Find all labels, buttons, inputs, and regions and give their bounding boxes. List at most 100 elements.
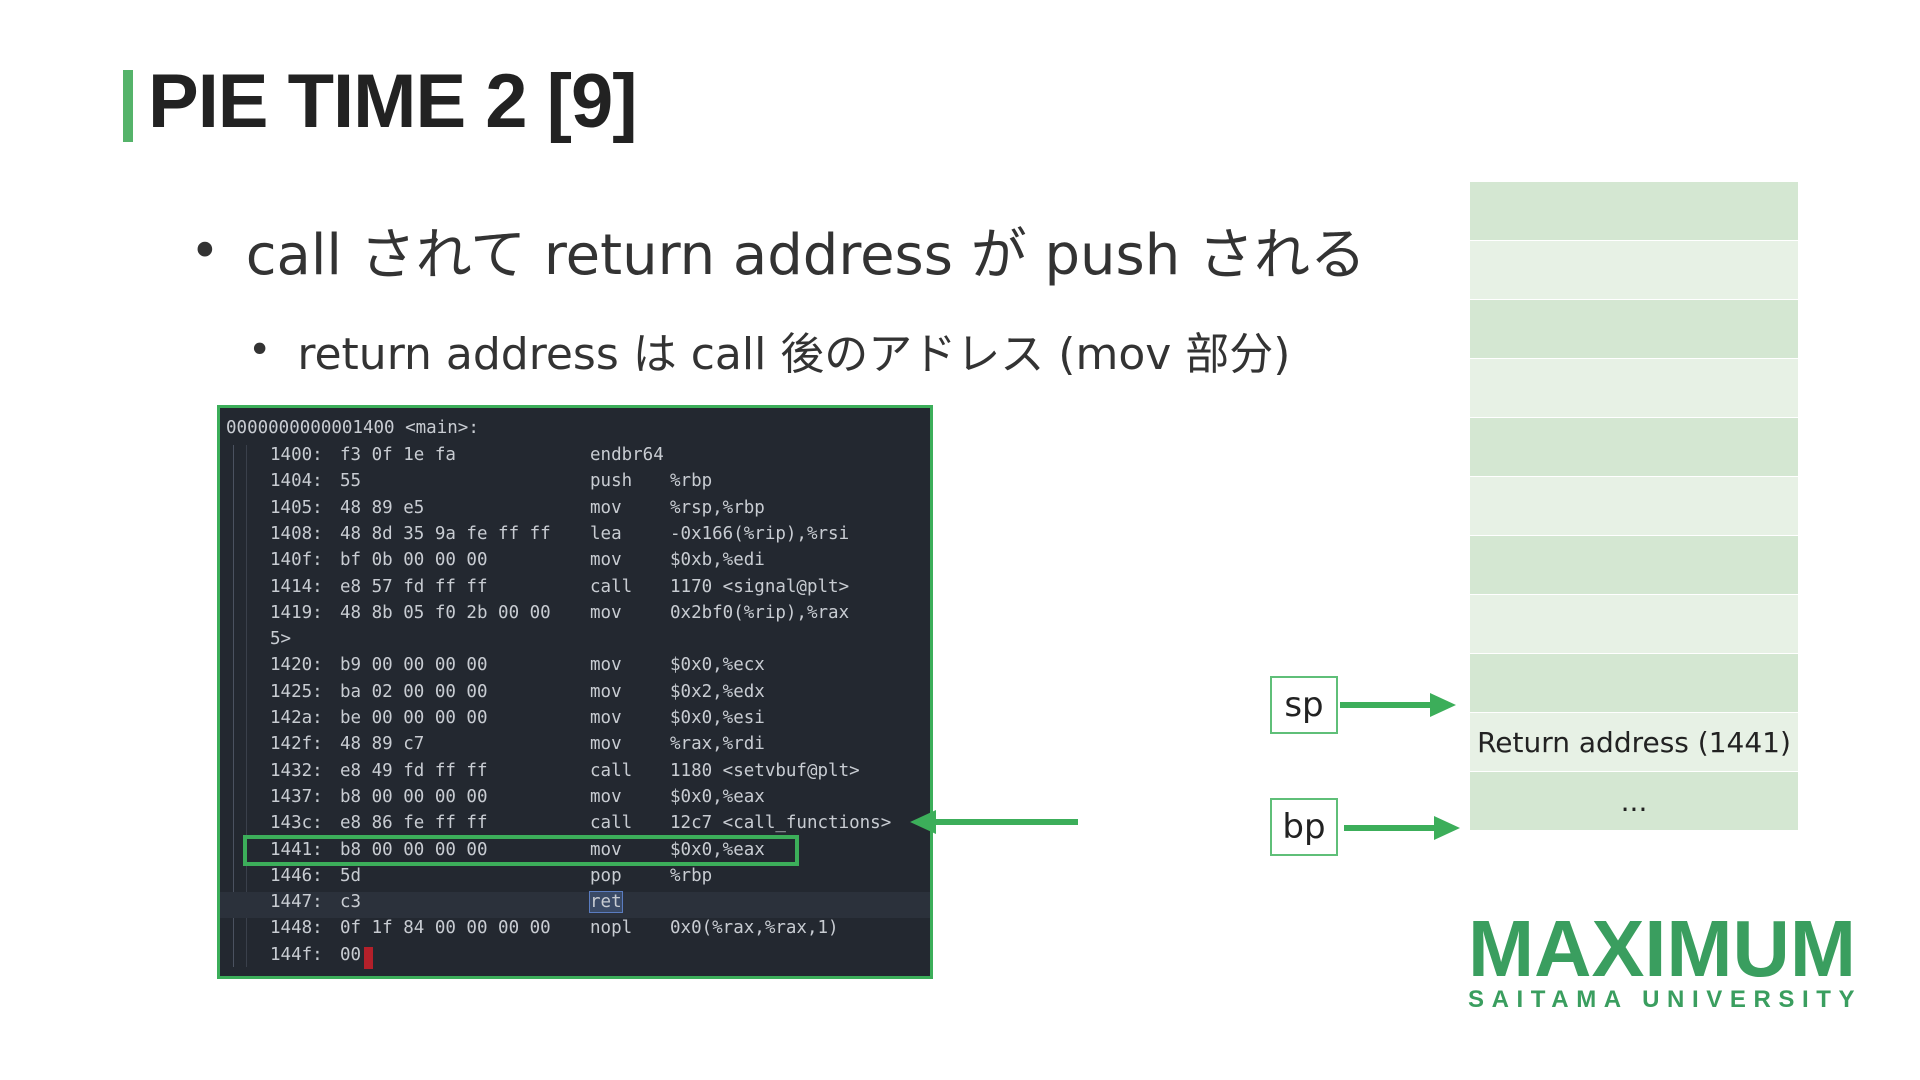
disasm-mnemonic: push <box>590 471 633 492</box>
disasm-bytes: 48 8b 05 f0 2b 00 00 <box>340 602 551 623</box>
slide-title: PIE TIME 2 [9] <box>148 59 638 144</box>
disassembly-terminal: 0000000000001400 <main>: 1400:f3 0f 1e f… <box>217 405 933 979</box>
disasm-address: 1448: <box>270 918 323 939</box>
disasm-address: 1419: <box>270 602 323 623</box>
disasm-bytes: 48 89 e5 <box>340 497 425 518</box>
disasm-bytes: e8 57 fd ff ff <box>340 576 488 597</box>
disasm-bytes: be 00 00 00 00 <box>340 708 488 728</box>
disasm-address: 1420: <box>270 655 323 676</box>
disasm-bytes: bf 0b 00 00 00 <box>340 550 488 571</box>
disasm-row: 1447: c3 ret <box>220 891 930 919</box>
disasm-bytes: e8 49 fd ff ff <box>340 760 488 781</box>
bp-label: bp <box>1270 798 1338 856</box>
disasm-mnemonic: ret <box>589 891 623 914</box>
disasm-bytes: b8 00 00 00 00 <box>340 786 488 807</box>
disasm-operands: $0x0,%esi <box>670 708 765 728</box>
disasm-mnemonic: mov <box>590 497 622 518</box>
disasm-row: 1419: 48 8b 05 f0 2b 00 00 mov 0x2bf0(%rip)… <box>220 603 930 629</box>
disasm-address: 1414: <box>270 576 323 597</box>
disasm-operands: 12c7 <call_functions> <box>670 813 892 834</box>
disasm-operands: 1180 <setvbuf@plt> <box>670 760 860 781</box>
indent-guide <box>233 445 234 967</box>
disasm-address: 140f: <box>270 550 323 571</box>
stack-diagram: Return address (1441)... <box>1470 182 1798 831</box>
disasm-bytes: b9 00 00 00 00 <box>340 655 488 676</box>
disasm-bytes: c3 <box>340 892 362 913</box>
highlight-box-1441 <box>243 835 799 866</box>
logo-subtitle: SAITAMA UNIVERSITY <box>1468 986 1863 1013</box>
disasm-bytes: 00 <box>340 944 362 965</box>
sp-label: sp <box>1270 676 1338 734</box>
disasm-mnemonic: call <box>590 813 633 834</box>
disasm-mnemonic: mov <box>590 786 622 807</box>
disasm-operands: 0x2bf0(%rip),%rax <box>670 602 850 623</box>
stack-slot: Return address (1441) <box>1470 713 1798 771</box>
disasm-row: 1437: b8 00 00 00 00 mov $0x0,%eax <box>220 787 930 813</box>
disasm-address: 1446: <box>270 865 323 886</box>
disasm-bytes: b8 00 00 00 00 <box>340 839 488 860</box>
arrow-to-call <box>910 810 1078 834</box>
disasm-mnemonic: mov <box>590 655 622 676</box>
disasm-row: 1414: e8 57 fd ff ff call 1170 <signal@plt> <box>220 577 930 603</box>
disasm-address: 1447: <box>270 892 323 913</box>
disasm-mnemonic: mov <box>590 839 622 860</box>
disasm-operands: %rsp,%rbp <box>670 497 765 518</box>
disasm-address: 144f: <box>270 944 323 965</box>
disasm-mnemonic: call <box>590 576 633 597</box>
disasm-mnemonic: mov <box>590 681 622 702</box>
indent-guide <box>246 445 247 967</box>
disasm-operands: $0x0,%eax <box>670 786 765 807</box>
disasm-address: 1400: <box>270 445 323 465</box>
disasm-mnemonic: pop <box>590 865 622 886</box>
disasm-address: 1437: <box>270 786 323 807</box>
bullet-dot: • <box>248 327 272 373</box>
stack-slot <box>1470 300 1798 358</box>
disasm-bytes: ba 02 00 00 00 <box>340 681 488 702</box>
disasm-address: 1404: <box>270 471 323 492</box>
stack-slot <box>1470 477 1798 535</box>
disasm-mnemonic: endbr64 <box>590 445 664 465</box>
disasm-operands: %rax,%rdi <box>670 734 765 755</box>
disasm-address: 1408: <box>270 523 323 544</box>
disasm-bytes: 48 8d 35 9a fe ff ff <box>340 523 551 544</box>
disasm-bytes: 55 <box>340 471 362 492</box>
disasm-bytes: 5d <box>340 865 362 886</box>
bullet-main-text: call されて return address が push される <box>245 223 1367 288</box>
bullet-sub-text: return address は call 後のアドレス (mov 部分) <box>297 329 1291 380</box>
disasm-row: 1400: f3 0f 1e fa endbr64 <box>220 445 930 471</box>
disasm-mnemonic: mov <box>590 602 622 623</box>
stack-slot <box>1470 536 1798 594</box>
stack-slot <box>1470 654 1798 712</box>
disasm-row: 143c: e8 86 fe ff ff call 12c7 <call_functi… <box>220 813 930 839</box>
stack-slot <box>1470 359 1798 417</box>
stack-slot <box>1470 595 1798 653</box>
disasm-bytes: f3 0f 1e fa <box>340 445 456 465</box>
disasm-address: 143c: <box>270 813 323 834</box>
disasm-mnemonic: lea <box>590 523 622 544</box>
disasm-operands: 1170 <signal@plt> <box>670 576 850 597</box>
disasm-bytes: 0f 1f 84 00 00 00 00 <box>340 918 551 939</box>
disasm-bytes: e8 86 fe ff ff <box>340 813 488 834</box>
disasm-mnemonic: mov <box>590 734 622 755</box>
text-cursor <box>364 946 373 969</box>
disasm-mnemonic: nopl <box>590 918 633 939</box>
maximum-logo: MAXIMUM <box>1468 908 1856 984</box>
stack-slot <box>1470 418 1798 476</box>
disasm-address: 1432: <box>270 760 323 781</box>
stack-slot <box>1470 241 1798 299</box>
disasm-mnemonic: mov <box>590 708 622 728</box>
disasm-operands: $0xb,%edi <box>670 550 765 571</box>
stack-slot: ... <box>1470 772 1798 830</box>
bullet-dot: • <box>190 221 220 280</box>
disasm-operands: $0x2,%edx <box>670 681 765 702</box>
